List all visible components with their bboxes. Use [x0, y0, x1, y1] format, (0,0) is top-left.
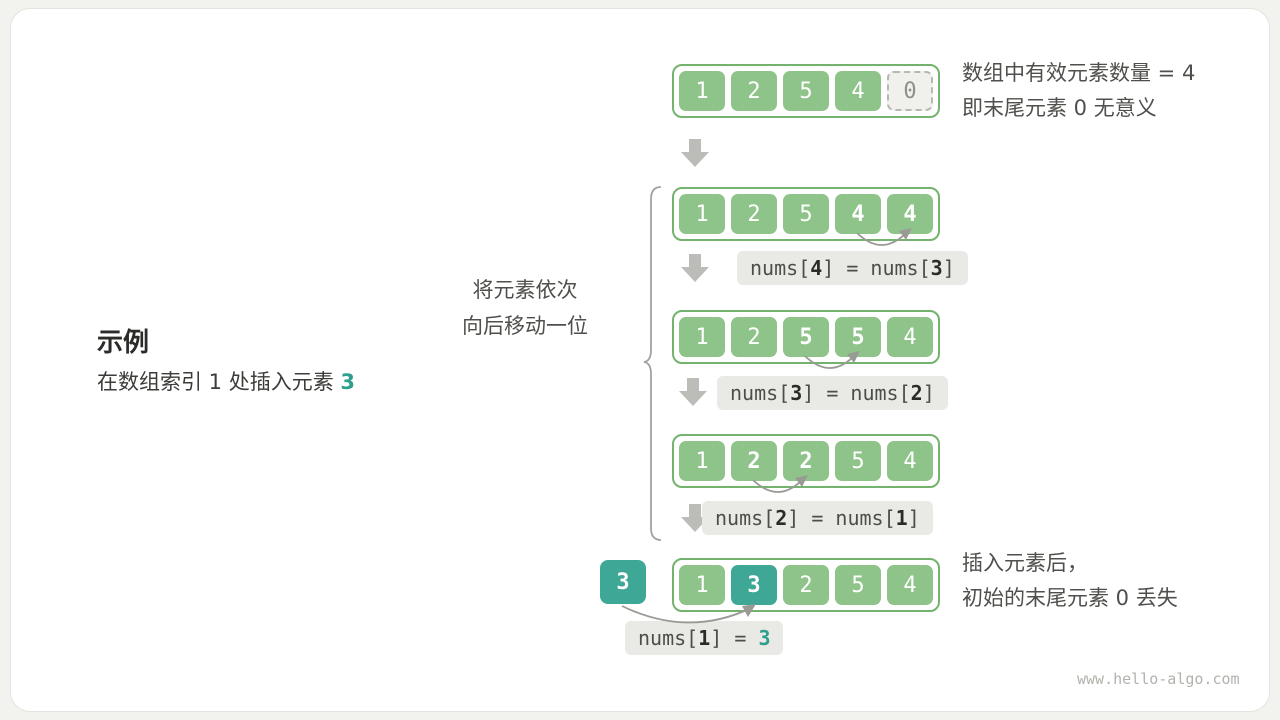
- shift-note-line2: 向后移动一位: [462, 314, 588, 338]
- array-cell-moved: 2: [731, 441, 777, 481]
- array-cell: 5: [783, 194, 829, 234]
- code-text: ] = nums[: [802, 381, 911, 405]
- array-cell: 2: [731, 194, 777, 234]
- example-description-text: 在数组索引 1 处插入元素: [97, 370, 341, 394]
- code-index: 2: [910, 381, 923, 405]
- array-cell: 1: [679, 71, 725, 111]
- code-value: 3: [758, 626, 771, 650]
- step-label-3: nums[2] = nums[1]: [702, 501, 933, 535]
- code-text: ]: [922, 381, 935, 405]
- example-description: 在数组索引 1 处插入元素 3: [97, 366, 355, 396]
- array-step3: 1 2 2 5 4: [672, 434, 940, 488]
- array-cell-invalid: 0: [887, 71, 933, 111]
- array-cell: 1: [679, 441, 725, 481]
- step-label-2: nums[3] = nums[2]: [717, 376, 948, 410]
- down-arrow-icon: [681, 254, 709, 282]
- array-cell-moved: 2: [783, 441, 829, 481]
- code-index: 3: [930, 256, 943, 280]
- array-cell: 4: [835, 71, 881, 111]
- array-cell: 5: [835, 565, 881, 605]
- array-step1: 1 2 5 4 4: [672, 187, 940, 241]
- example-title: 示例: [97, 328, 150, 358]
- array-cell: 1: [679, 565, 725, 605]
- code-text: ]: [907, 506, 920, 530]
- array-cell: 4: [887, 441, 933, 481]
- array-cell: 1: [679, 317, 725, 357]
- top-note-line1: 数组中有效元素数量 = 4: [962, 61, 1196, 85]
- array-step2: 1 2 5 5 4: [672, 310, 940, 364]
- array-cell: 2: [783, 565, 829, 605]
- array-cell-moved: 5: [783, 317, 829, 357]
- code-index: 4: [810, 256, 823, 280]
- array-cell-moved: 4: [887, 194, 933, 234]
- bottom-note-line1: 插入元素后，: [962, 551, 1088, 575]
- code-text: nums[: [730, 381, 791, 405]
- array-cell: 4: [887, 317, 933, 357]
- code-text: ] =: [710, 626, 759, 650]
- code-index: 2: [775, 506, 788, 530]
- code-index: 3: [790, 381, 803, 405]
- code-index: 1: [698, 626, 711, 650]
- watermark: www.hello-algo.com: [1077, 670, 1240, 688]
- example-insert-value: 3: [340, 370, 356, 394]
- array-cell-moved: 5: [835, 317, 881, 357]
- array-cell-inserted: 3: [731, 565, 777, 605]
- code-text: ] = nums[: [787, 506, 896, 530]
- code-text: ]: [942, 256, 955, 280]
- array-cell: 2: [731, 71, 777, 111]
- shift-note-line1: 将元素依次: [472, 278, 578, 302]
- array-cell: 5: [783, 71, 829, 111]
- code-index: 1: [895, 506, 908, 530]
- array-cell: 5: [835, 441, 881, 481]
- inserted-element-cell: 3: [600, 560, 646, 604]
- shift-note: 将元素依次 向后移动一位: [445, 272, 605, 344]
- step-label-1: nums[4] = nums[3]: [737, 251, 968, 285]
- array-cell: 2: [731, 317, 777, 357]
- top-note-line2: 即末尾元素 0 无意义: [962, 96, 1157, 120]
- bottom-note-line2: 初始的末尾元素 0 丢失: [962, 586, 1178, 610]
- step-label-final: nums[1] = 3: [625, 621, 784, 655]
- array-cell-moved: 4: [835, 194, 881, 234]
- array-cell: 4: [887, 565, 933, 605]
- code-text: nums[: [715, 506, 776, 530]
- down-arrow-icon: [679, 378, 707, 406]
- code-text: ] = nums[: [822, 256, 931, 280]
- code-text: nums[: [638, 626, 699, 650]
- array-initial: 1 2 5 4 0: [672, 64, 940, 118]
- array-final: 1 3 2 5 4: [672, 558, 940, 612]
- array-cell: 1: [679, 194, 725, 234]
- code-text: nums[: [750, 256, 811, 280]
- down-arrow-icon: [681, 139, 709, 167]
